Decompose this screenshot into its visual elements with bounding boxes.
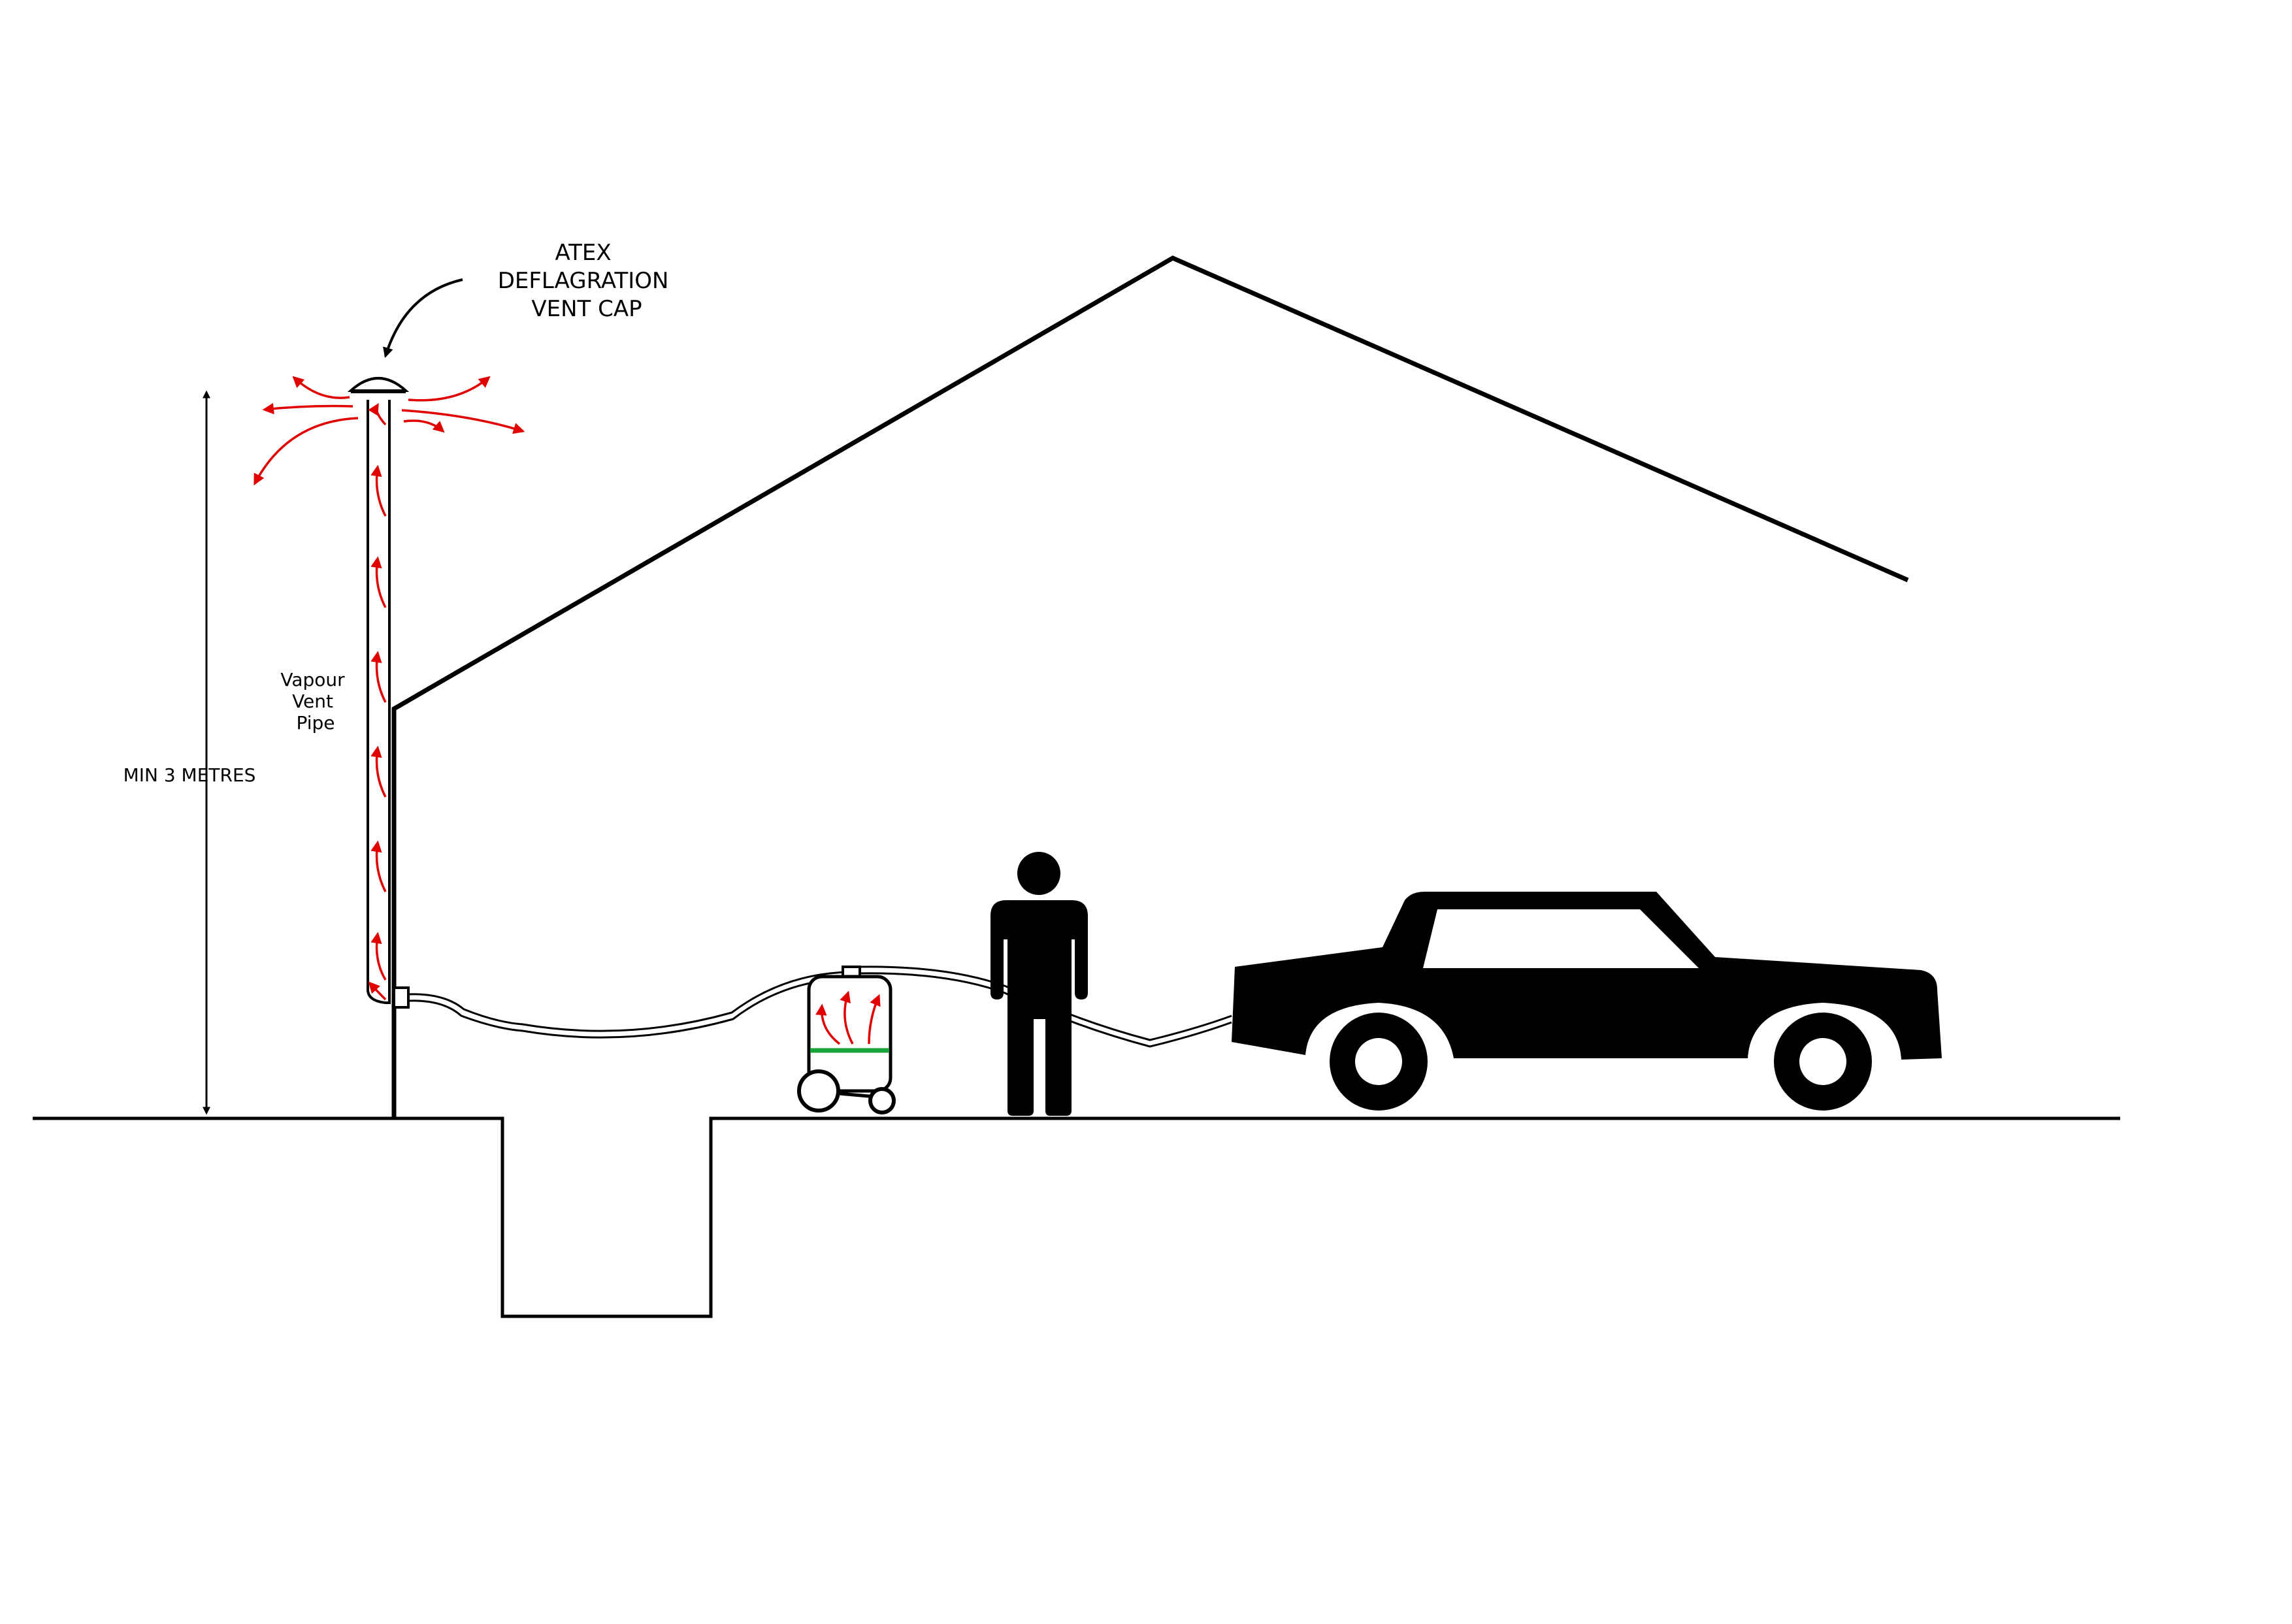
vent-pipe-label: Vapour Vent Pipe <box>280 669 350 734</box>
vapour-dispersion-arrows <box>254 376 525 486</box>
pipe-connector <box>393 986 410 1009</box>
tank-wheel-large <box>797 1069 840 1112</box>
height-label: MIN 3 METRES <box>123 764 256 786</box>
deflagration-vent-cap-icon <box>347 377 410 393</box>
vapour-flow-arrows-tank <box>815 990 881 1045</box>
tank-wheel-small <box>868 1087 896 1114</box>
ground-line <box>33 1116 2120 1318</box>
garage-wall-roof <box>391 255 1909 1118</box>
vapour-flow-arrows-pipe <box>368 402 387 1001</box>
vent-cap-callout-arrow <box>383 278 463 359</box>
vent-hose <box>408 971 850 1039</box>
person-icon <box>990 852 1088 1116</box>
car-window <box>1423 909 1699 968</box>
vent-cap-label: ATEX DEFLAGRATION VENT CAP <box>498 240 676 322</box>
vapour-recovery-tank <box>797 966 896 1114</box>
car-icon <box>1232 892 1942 1111</box>
